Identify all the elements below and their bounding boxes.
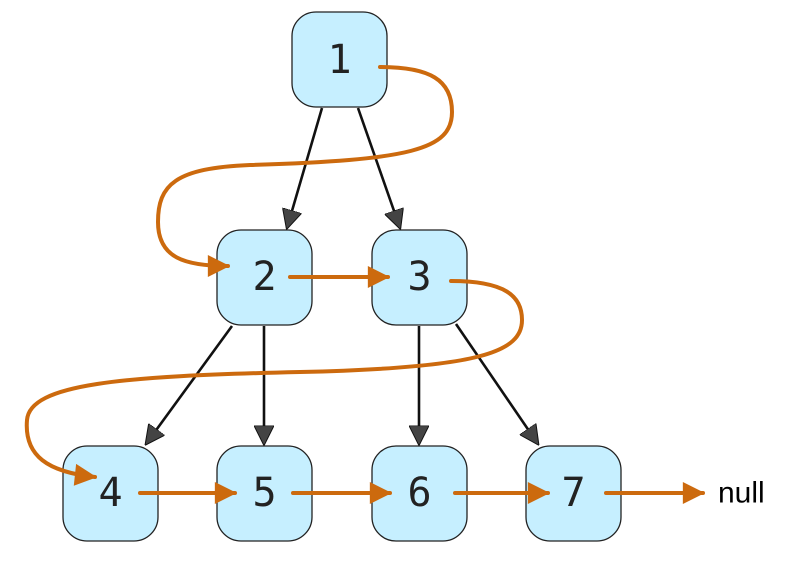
node-label: 4 <box>98 470 122 516</box>
node-label: 3 <box>407 254 431 300</box>
next-link-3-4 <box>24 279 525 486</box>
next-links <box>24 65 705 504</box>
tree-edge-1-2 <box>287 107 324 228</box>
tree-node-2: 2 <box>216 229 313 326</box>
tree-edges <box>146 107 538 444</box>
node-label: 7 <box>561 470 585 516</box>
tree-edge-1-3 <box>356 107 400 228</box>
node-label: 1 <box>327 37 351 83</box>
tree-edge-2-4 <box>146 325 234 444</box>
next-link-1-2 <box>155 65 455 277</box>
node-label: 5 <box>252 470 276 516</box>
tree-node-7: 7 <box>525 445 622 542</box>
tree-edge-3-7 <box>454 323 538 444</box>
tree-node-3: 3 <box>371 229 468 326</box>
tree-node-5: 5 <box>216 445 313 542</box>
tree-node-1: 1 <box>291 11 388 108</box>
node-label: 6 <box>407 470 431 516</box>
node-label: 2 <box>252 254 276 300</box>
null-label: null <box>718 477 765 510</box>
